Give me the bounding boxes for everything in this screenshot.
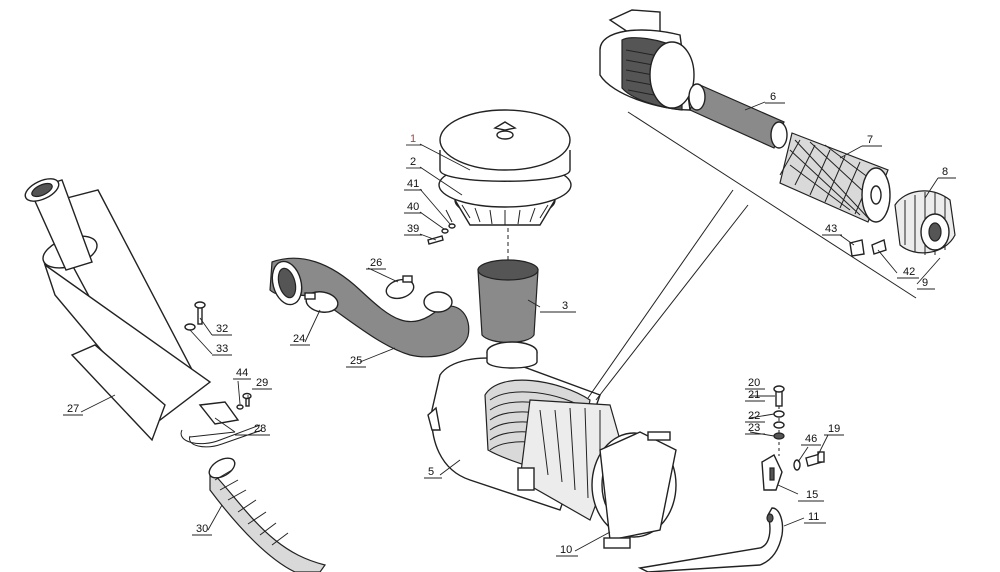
- washer-21[interactable]: [773, 410, 785, 418]
- precleaner-cover[interactable]: [894, 190, 956, 255]
- callout-25[interactable]: 25: [350, 355, 362, 367]
- callout-39[interactable]: 39: [407, 223, 419, 235]
- callout-24[interactable]: 24: [293, 333, 305, 345]
- callout-23[interactable]: 23: [748, 422, 760, 434]
- safety-filter-element[interactable]: [688, 83, 788, 149]
- muffler[interactable]: [22, 174, 212, 442]
- washer-46[interactable]: [793, 459, 801, 471]
- callout-21[interactable]: 21: [748, 389, 760, 401]
- bolt-19[interactable]: [805, 451, 825, 467]
- callout-40[interactable]: 40: [407, 201, 419, 213]
- outlet-elbow[interactable]: [591, 431, 677, 549]
- callout-30[interactable]: 30: [196, 523, 208, 535]
- callout-44[interactable]: 44: [236, 367, 248, 379]
- explode-guide-lines: [587, 111, 917, 401]
- callout-42[interactable]: 42: [903, 266, 915, 278]
- callout-43[interactable]: 43: [825, 223, 837, 235]
- bracket-11[interactable]: [637, 507, 784, 572]
- callout-32[interactable]: 32: [216, 323, 228, 335]
- washer-44[interactable]: [236, 404, 244, 410]
- callout-26[interactable]: 26: [370, 257, 382, 269]
- callout-8[interactable]: 8: [942, 166, 948, 178]
- callout-10[interactable]: 10: [560, 544, 572, 556]
- callout-41[interactable]: 41: [407, 178, 419, 190]
- washer-22[interactable]: [773, 421, 785, 429]
- valve-43[interactable]: [849, 239, 865, 257]
- hose-clamp-26[interactable]: [384, 275, 416, 301]
- flex-exhaust-hose[interactable]: [206, 454, 327, 572]
- callout-3[interactable]: 3: [562, 300, 568, 312]
- callout-labels: 1 2 41 40 39 3 26 24 25 27 32 33 44 29 2…: [63, 91, 956, 557]
- air-cleaner-housing[interactable]: [427, 341, 621, 521]
- callout-19[interactable]: 19: [828, 423, 840, 435]
- callout-2[interactable]: 2: [410, 156, 416, 168]
- reducer-adapter[interactable]: [477, 228, 539, 344]
- callout-5[interactable]: 5: [428, 466, 434, 478]
- callout-20[interactable]: 20: [748, 377, 760, 389]
- intake-hose[interactable]: [268, 257, 470, 358]
- callout-11[interactable]: 11: [808, 511, 819, 523]
- hose-clamp-24[interactable]: [304, 289, 340, 314]
- callout-15[interactable]: 15: [806, 489, 818, 501]
- callout-22[interactable]: 22: [748, 410, 760, 422]
- clip-42[interactable]: [871, 239, 887, 255]
- muffler-clamp[interactable]: [180, 401, 263, 448]
- nut-23[interactable]: [773, 432, 785, 440]
- callout-33[interactable]: 33: [216, 343, 228, 355]
- leader-lines: [80, 101, 941, 552]
- callout-27[interactable]: 27: [67, 403, 79, 415]
- bolt-29[interactable]: [242, 392, 252, 407]
- callout-46[interactable]: 46: [805, 433, 817, 445]
- callout-7[interactable]: 7: [867, 134, 873, 146]
- housing-exploded-view[interactable]: [599, 9, 695, 111]
- primary-filter-element[interactable]: [779, 132, 891, 223]
- callout-28[interactable]: 28: [254, 423, 266, 435]
- callout-6[interactable]: 6: [770, 91, 776, 103]
- washer-33[interactable]: [184, 323, 196, 331]
- bolt-32[interactable]: [194, 301, 206, 325]
- callout-1[interactable]: 1: [410, 133, 416, 145]
- callout-9[interactable]: 9: [922, 277, 928, 289]
- bolt-20[interactable]: [773, 385, 785, 456]
- precleaner-cap[interactable]: [438, 109, 572, 226]
- callout-29[interactable]: 29: [256, 377, 268, 389]
- bracket-15[interactable]: [761, 454, 783, 491]
